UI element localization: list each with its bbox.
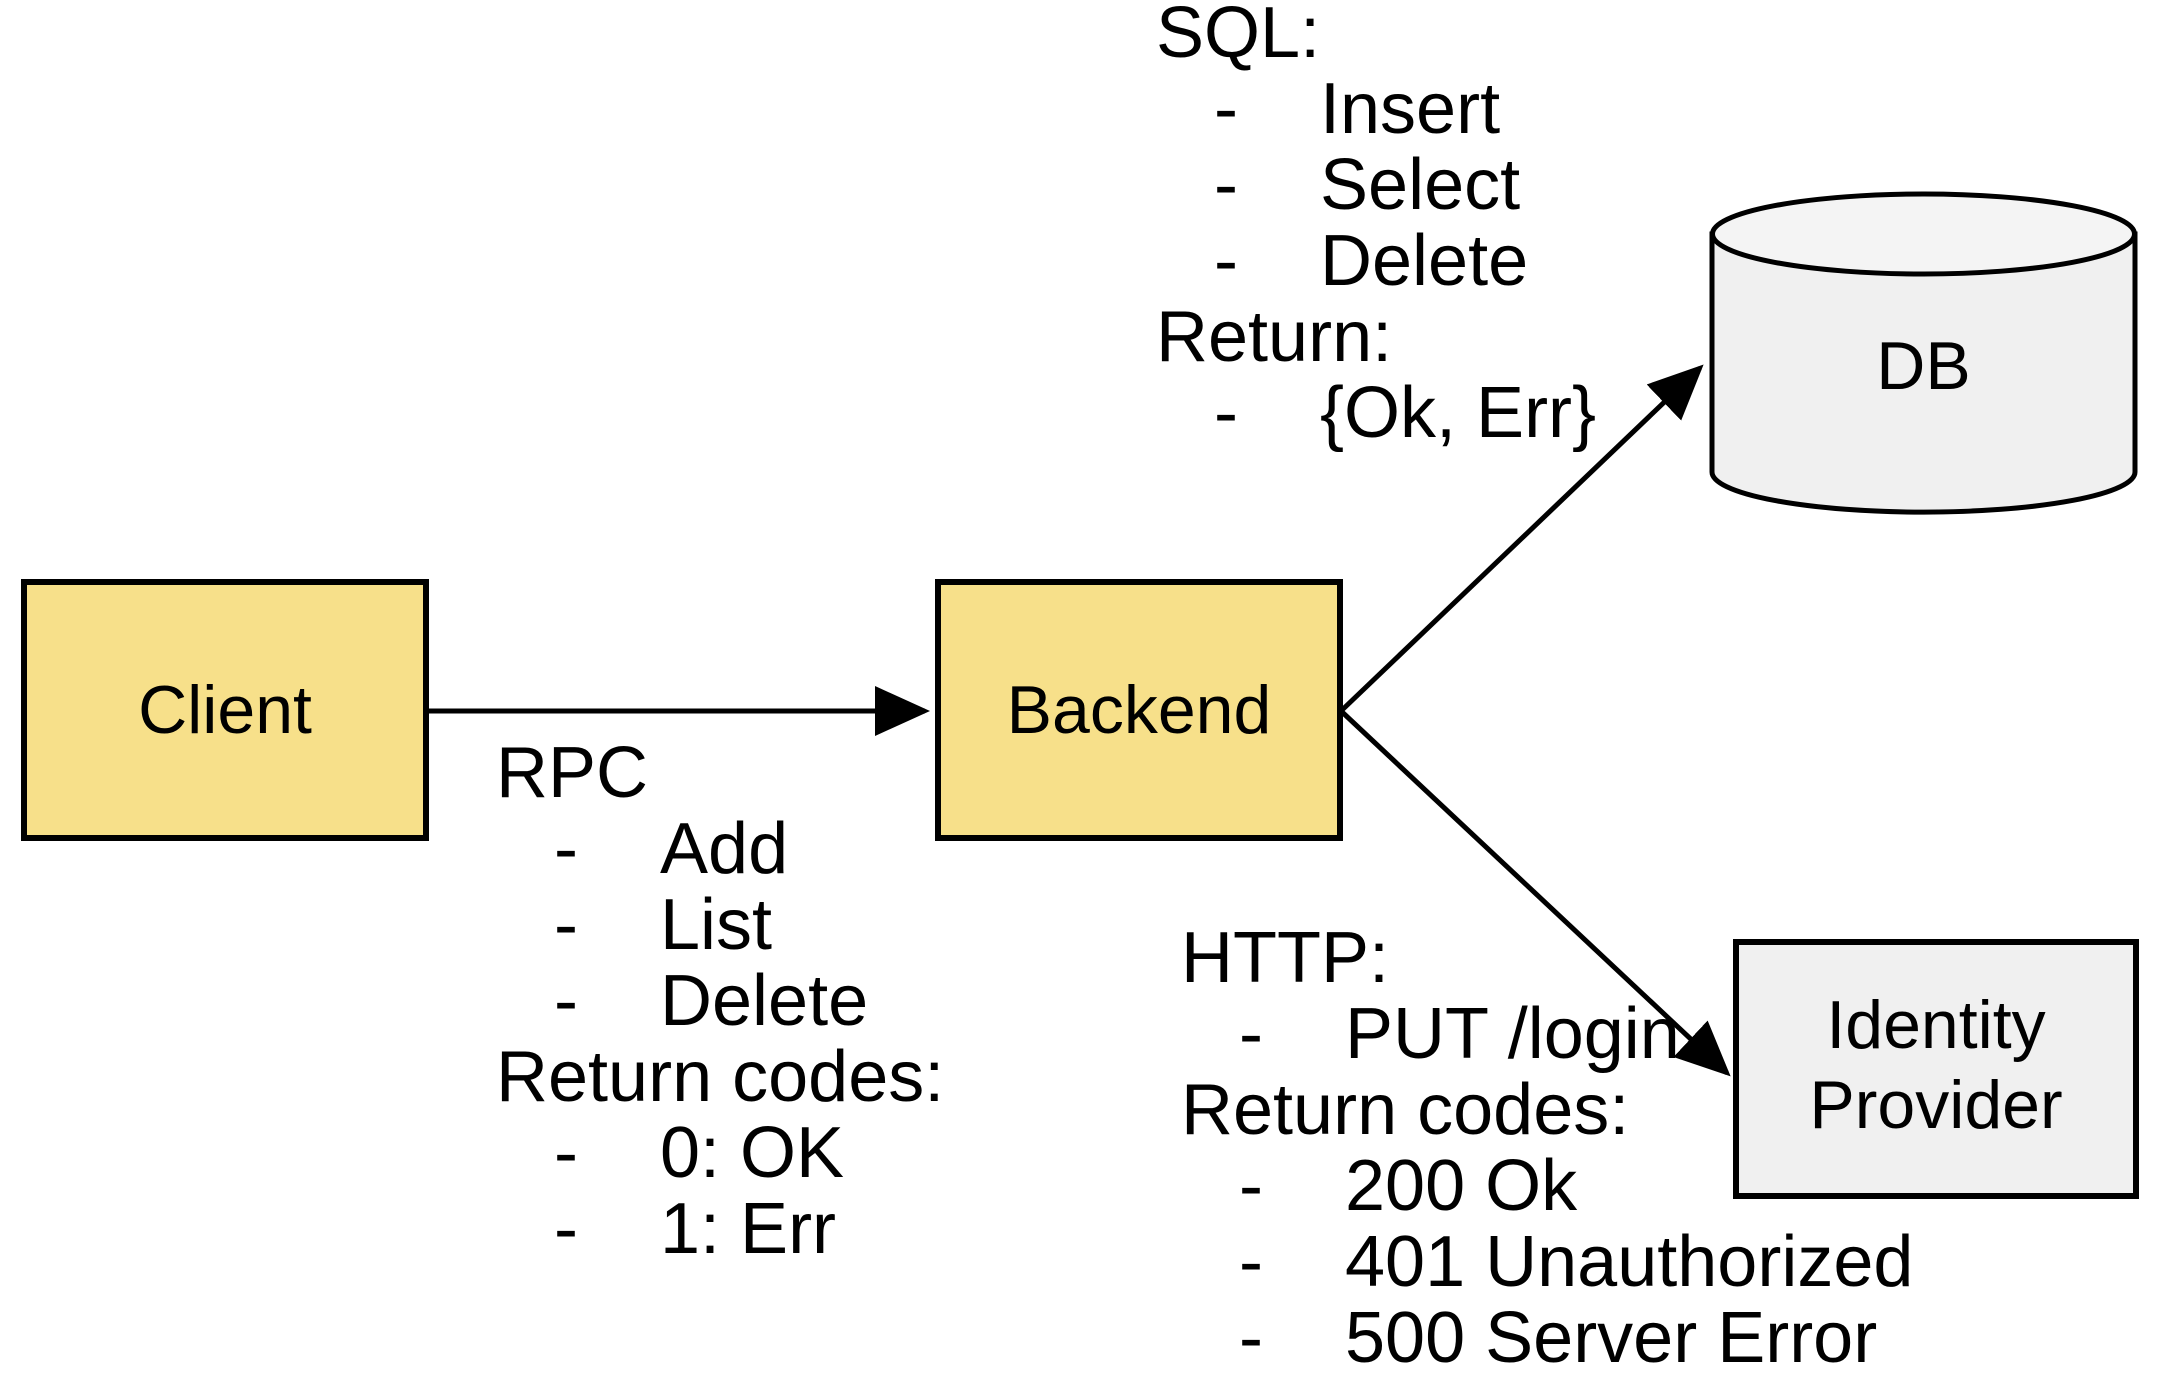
http-subitem-2: 500 Server Error bbox=[1345, 1298, 1877, 1378]
rpc-dash-4: - bbox=[554, 1189, 578, 1269]
http-dash-1: - bbox=[1239, 1146, 1263, 1226]
identity-provider-label-line1: Identity bbox=[1826, 987, 2045, 1063]
rpc-dash-3: - bbox=[554, 1113, 578, 1193]
identity-provider-box[interactable] bbox=[1733, 939, 2139, 1199]
rpc-dash-1: - bbox=[554, 885, 578, 965]
backend-label: Backend bbox=[1007, 672, 1272, 748]
edge-backend-to-db bbox=[1339, 364, 1704, 713]
http-item-0: PUT /login bbox=[1345, 994, 1680, 1074]
http-subitem-0: 200 Ok bbox=[1345, 1146, 1578, 1226]
http-dash-2: - bbox=[1239, 1222, 1263, 1302]
db-label: DB bbox=[1876, 328, 1970, 404]
rpc-subheading: Return codes: bbox=[496, 1037, 944, 1117]
rpc-dash-2: - bbox=[554, 961, 578, 1041]
rpc-item-2: Delete bbox=[660, 961, 868, 1041]
db-cylinder-body[interactable] bbox=[1709, 231, 2138, 515]
rpc-item-0: Add bbox=[660, 809, 788, 889]
sql-dash-0: - bbox=[1214, 69, 1238, 149]
http-subitem-1: 401 Unauthorized bbox=[1345, 1222, 1913, 1302]
http-heading: HTTP: bbox=[1181, 918, 1389, 998]
node-backend[interactable]: Backend bbox=[935, 579, 1343, 841]
rpc-heading: RPC bbox=[496, 733, 648, 813]
backend-box[interactable] bbox=[935, 579, 1343, 841]
node-db[interactable]: DB bbox=[1709, 191, 2138, 515]
sql-subheading: Return: bbox=[1156, 297, 1392, 377]
annotation-rpc: RPC - Add - List - Delete Return codes: … bbox=[496, 733, 944, 1269]
rpc-subitem-1: 1: Err bbox=[660, 1189, 836, 1269]
sql-subitem-0: {Ok, Err} bbox=[1320, 373, 1596, 453]
sql-heading: SQL: bbox=[1156, 0, 1320, 73]
annotation-http: HTTP: - PUT /login Return codes: - 200 O… bbox=[1181, 918, 1913, 1378]
sql-dash-2: - bbox=[1214, 221, 1238, 301]
http-dash-3: - bbox=[1239, 1298, 1263, 1378]
sql-item-2: Delete bbox=[1320, 221, 1528, 301]
sql-item-1: Select bbox=[1320, 145, 1520, 225]
sql-item-0: Insert bbox=[1320, 69, 1500, 149]
client-box[interactable] bbox=[21, 579, 429, 841]
sql-dash-1: - bbox=[1214, 145, 1238, 225]
http-dash-0: - bbox=[1239, 994, 1263, 1074]
client-label: Client bbox=[138, 672, 312, 748]
edge-backend-to-idp bbox=[1339, 709, 1731, 1077]
sql-dash-3: - bbox=[1214, 373, 1238, 453]
node-client[interactable]: Client bbox=[21, 579, 429, 841]
backend-idp-arrow bbox=[1339, 709, 1731, 1077]
http-subheading: Return codes: bbox=[1181, 1070, 1629, 1150]
rpc-item-1: List bbox=[660, 885, 772, 965]
rpc-subitem-0: 0: OK bbox=[660, 1113, 844, 1193]
backend-db-arrow bbox=[1339, 364, 1704, 713]
node-identity-provider[interactable]: Identity Provider bbox=[1733, 939, 2139, 1199]
identity-provider-label-line2: Provider bbox=[1809, 1067, 2062, 1143]
annotation-sql: SQL: - Insert - Select - Delete Return: … bbox=[1156, 0, 1596, 453]
rpc-dash-0: - bbox=[554, 809, 578, 889]
db-cylinder-top bbox=[1710, 191, 2137, 277]
